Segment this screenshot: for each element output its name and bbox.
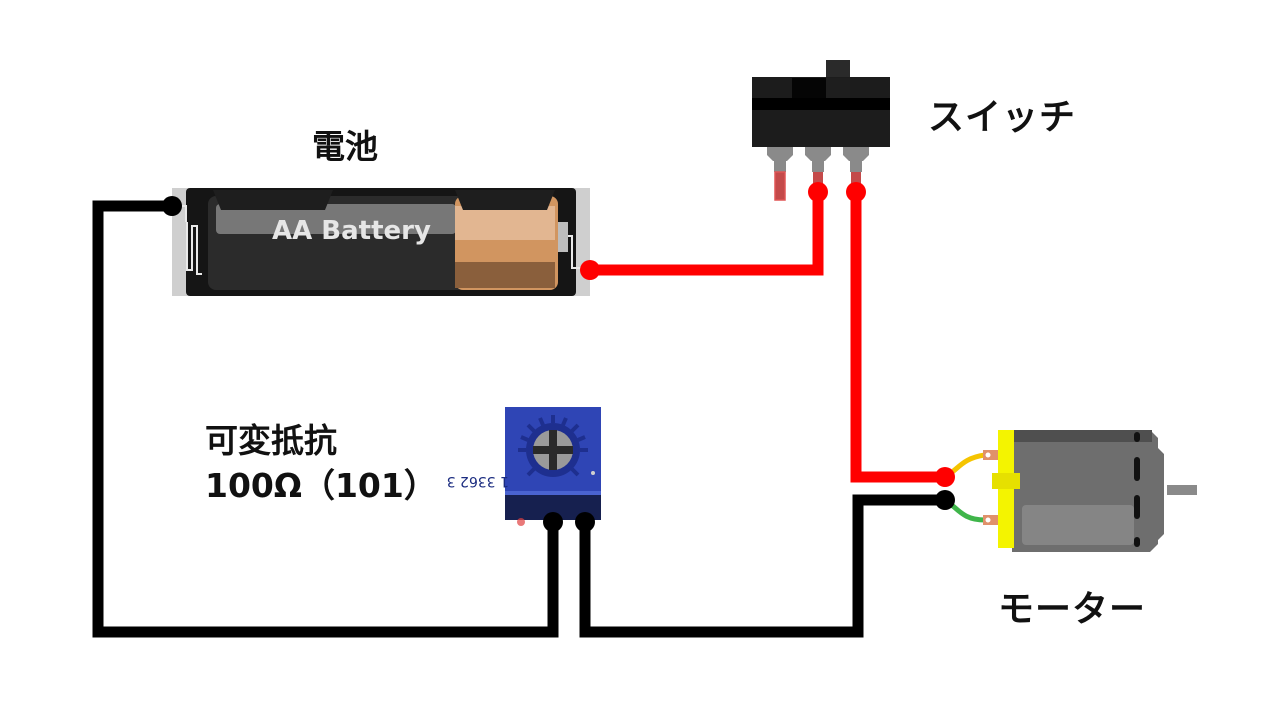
battery-cap-highlight (455, 206, 555, 240)
battery: AA Battery (172, 188, 590, 296)
motor-endcap-bushing (992, 473, 1020, 489)
wire-battery-positive-to-switch (590, 192, 824, 276)
slide-switch (752, 60, 890, 201)
battery-positive-contact (558, 222, 568, 252)
motor-tab-bottom (983, 515, 999, 525)
motor-body-lower-panel (1022, 505, 1134, 545)
motor-shaft (1167, 485, 1197, 495)
switch-label: スイッチ (928, 97, 1077, 138)
motor-tab-top (983, 450, 999, 460)
switch-pin-right-tip (851, 172, 861, 186)
pot-dial (518, 415, 588, 477)
switch-middle-terminal (808, 182, 828, 202)
wire-pot-to-motor-negative (579, 494, 945, 638)
motor-negative-terminal (935, 490, 955, 510)
battery-cap-shadow (455, 262, 555, 288)
battery-positive-terminal (580, 260, 600, 280)
potentiometer: 1 3362 3 (447, 407, 601, 526)
battery-holder-tab-left (213, 190, 333, 210)
pot-terminal-left (543, 512, 563, 532)
battery-label: 電池 (312, 127, 378, 166)
motor-body-top-shade (1012, 430, 1152, 442)
switch-pin-right (843, 147, 869, 172)
resistor-label: 可変抵抗 100Ω（101） (205, 418, 437, 508)
switch-stripe (752, 98, 890, 110)
wire-switch-to-motor-positive (850, 192, 945, 483)
switch-right-terminal (846, 182, 866, 202)
battery-text: AA Battery (272, 216, 431, 246)
pot-cross-h (533, 446, 573, 454)
battery-cell-highlight (216, 204, 456, 234)
switch-pin-middle (805, 147, 831, 172)
resistor-label-value: 100Ω（101） (205, 466, 437, 505)
switch-pin-middle-tip (813, 172, 823, 186)
battery-holder-tab-right (455, 190, 555, 210)
motor-positive-terminal (935, 467, 955, 487)
pot-pin1-marker (517, 518, 525, 526)
switch-pin-left (767, 147, 793, 172)
pot-body-edge (505, 491, 601, 495)
pot-terminal-right (575, 512, 595, 532)
wire-battery-negative-to-pot (92, 200, 559, 638)
positive-wires (590, 192, 945, 483)
negative-wires (92, 200, 945, 638)
motor (943, 430, 1197, 552)
pot-marking: 1 3362 3 (447, 473, 509, 489)
resistor-label-name: 可変抵抗 (205, 421, 337, 460)
switch-knob-face (826, 78, 850, 98)
pot-indicator-dot (591, 471, 595, 475)
switch-pin-left-tip (774, 171, 786, 201)
battery-negative-terminal (162, 196, 182, 216)
motor-label: モーター (998, 589, 1147, 630)
motor-vents (1134, 432, 1140, 547)
switch-pins (767, 147, 869, 172)
